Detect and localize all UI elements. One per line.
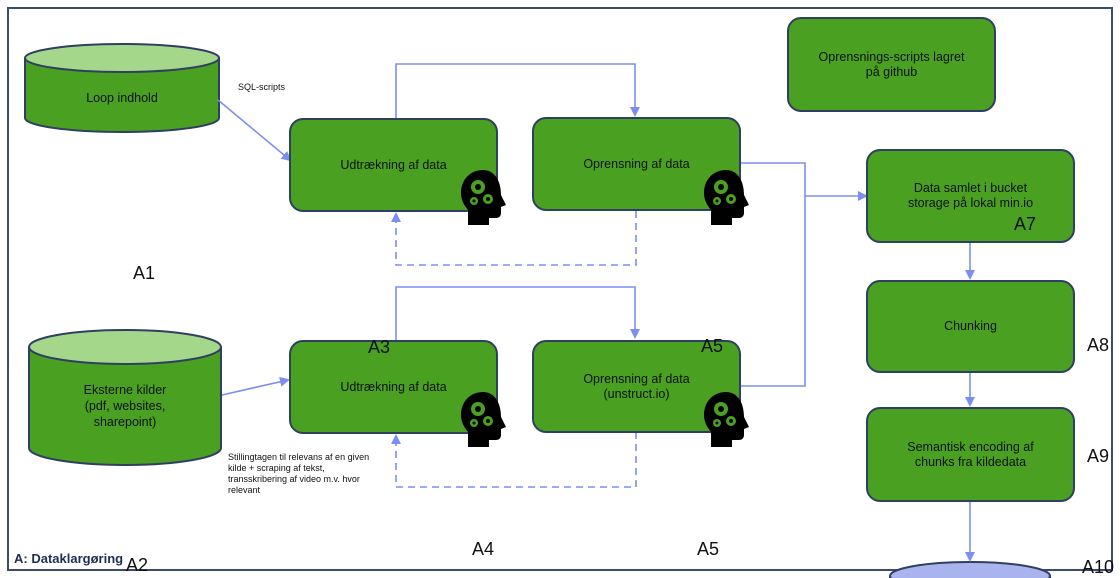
arrow-clean-bottom-to-bucket bbox=[741, 196, 806, 387]
clean-top-label: Oprensning af data bbox=[583, 156, 690, 171]
marker-a10: A10 bbox=[1082, 557, 1115, 577]
marker-a9: A9 bbox=[1087, 446, 1110, 466]
marker-a4: A4 bbox=[472, 539, 495, 559]
scripts-box: Oprensnings-scripts lagret på github bbox=[787, 17, 996, 112]
arrow-extract-to-clean-bottom bbox=[395, 286, 640, 340]
dashed-feedback-bottom bbox=[391, 432, 637, 488]
external-source-label: Eksterne kilder (pdf, websites, sharepoi… bbox=[83, 383, 167, 429]
chunking-label: Chunking bbox=[944, 319, 997, 333]
marker-a2: A2 bbox=[126, 555, 149, 575]
loop-source-label: Loop indhold bbox=[86, 91, 158, 105]
head-gears-icon bbox=[461, 170, 506, 225]
sql-scripts-label: SQL-scripts bbox=[238, 82, 286, 92]
head-gears-icon bbox=[704, 170, 749, 225]
encoding-label: Semantisk encoding af chunks fra kildeda… bbox=[907, 439, 1034, 469]
extract-top-label: Udtrækning af data bbox=[340, 157, 447, 172]
arrow-clean-top-to-bucket bbox=[741, 162, 868, 201]
loop-database-cylinder bbox=[24, 43, 220, 133]
marker-a8: A8 bbox=[1087, 335, 1110, 355]
arrow-external-to-extract bbox=[221, 376, 290, 396]
marker-a1: A1 bbox=[133, 263, 156, 283]
scripts-label: Oprensnings-scripts lagret på github bbox=[818, 49, 965, 79]
marker-a3: A3 bbox=[368, 337, 391, 357]
chunking-box: Chunking bbox=[866, 280, 1075, 373]
encoding-box: Semantisk encoding af chunks fra kildeda… bbox=[866, 407, 1075, 502]
bucket-box: Data samlet i bucket storage på lokal mi… bbox=[866, 149, 1075, 243]
arrow-sql-to-extract bbox=[217, 99, 292, 162]
marker-a5-bottom: A5 bbox=[697, 539, 720, 559]
head-gears-icon bbox=[704, 392, 749, 447]
external-sources-cylinder bbox=[28, 329, 222, 466]
arrow-extract-to-clean-top bbox=[395, 63, 640, 118]
clean-bottom-label: Oprensning af data (unstruct.io) bbox=[583, 371, 690, 401]
head-gears-icon bbox=[461, 392, 506, 447]
marker-a7: A7 bbox=[1014, 214, 1037, 234]
extract-bottom-label: Udtrækning af data bbox=[340, 379, 447, 394]
bucket-label: Data samlet i bucket storage på lokal mi… bbox=[907, 181, 1034, 210]
diagram-title: A: Dataklargøring bbox=[14, 551, 124, 566]
stillingtagen-note: Stillingtagen til relevans af en given k… bbox=[228, 452, 370, 495]
marker-a5-mid: A5 bbox=[701, 336, 724, 356]
dashed-feedback-top bbox=[391, 211, 637, 266]
vector-database-cylinder bbox=[889, 561, 1051, 578]
diagram-frame bbox=[7, 7, 1113, 571]
